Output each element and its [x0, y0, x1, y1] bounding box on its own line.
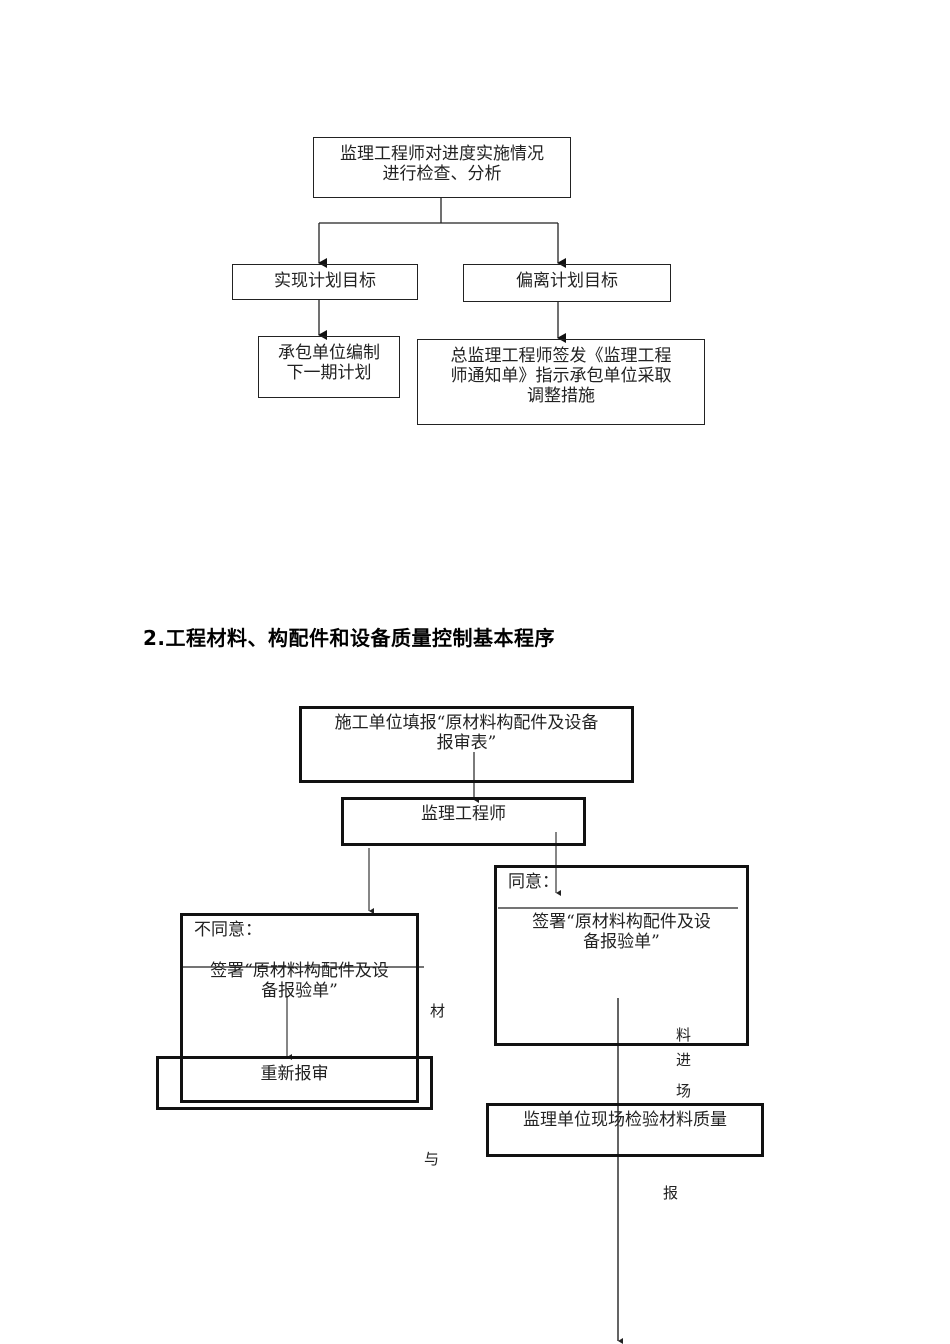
node-disagree-label: 不同意：	[194, 920, 262, 940]
node-text-line: 下一期计划	[286, 363, 372, 383]
section-heading: 2.工程材料、构配件和设备质量控制基本程序	[143, 626, 556, 650]
label-chang: 场	[676, 1082, 692, 1100]
node-text-line: 备报验单”	[583, 932, 660, 952]
node-supervisor-notice-text: 总监理工程师签发《监理工程 师通知单》指示承包单位采取 调整措施	[417, 346, 705, 406]
label-cai: 材	[430, 1002, 446, 1020]
node-text-line: 签署“原材料构配件及设	[210, 961, 389, 981]
node-text-line: 承包单位编制	[278, 343, 380, 363]
node-supervising-engineer-text: 监理工程师	[421, 804, 506, 824]
node-resubmit	[156, 1056, 433, 1110]
label-yu: 与	[424, 1150, 440, 1168]
node-supervising-engineer	[341, 797, 586, 846]
node-supervisor-notice	[417, 339, 705, 425]
node-text-line: 总监理工程师签发《监理工程	[450, 346, 672, 366]
node-text-line: 进行检查、分析	[382, 164, 502, 184]
node-deviate-target-text: 偏离计划目标	[516, 271, 618, 291]
node-achieve-target-text: 实现计划目标	[274, 271, 376, 291]
node-text-line: 师通知单》指示承包单位采取	[450, 366, 672, 386]
node-agree	[494, 865, 749, 1046]
node-check-progress-text: 监理工程师对进度实施情况 进行检查、分析	[313, 144, 571, 184]
node-agree-body: 签署“原材料构配件及设 备报验单”	[494, 912, 749, 952]
label-liao: 料	[676, 1026, 692, 1044]
node-site-inspection	[486, 1103, 764, 1157]
node-agree-label: 同意：	[508, 872, 559, 892]
node-text-line: 调整措施	[527, 386, 595, 406]
node-disagree-body: 签署“原材料构配件及设 备报验单”	[180, 961, 419, 1001]
node-disagree	[180, 913, 419, 1103]
node-submit-form-text: 施工单位填报“原材料构配件及设备 报审表”	[299, 713, 634, 753]
node-site-inspection-text: 监理单位现场检验材料质量	[523, 1110, 727, 1130]
node-next-plan	[258, 336, 400, 398]
node-check-progress	[313, 137, 571, 198]
node-submit-form	[299, 706, 634, 783]
label-jin: 进	[676, 1051, 692, 1069]
node-achieve-target	[232, 264, 418, 300]
node-text-line: 报审表”	[436, 733, 497, 753]
node-next-plan-text: 承包单位编制 下一期计划	[258, 343, 400, 383]
node-text-line: 备报验单”	[261, 981, 338, 1001]
node-text-line: 施工单位填报“原材料构配件及设备	[334, 713, 599, 733]
node-text-line: 监理工程师对进度实施情况	[340, 144, 544, 164]
node-resubmit-text: 重新报审	[260, 1064, 329, 1084]
node-text-line: 签署“原材料构配件及设	[532, 912, 711, 932]
node-deviate-target	[463, 264, 671, 302]
label-bao: 报	[663, 1184, 679, 1202]
